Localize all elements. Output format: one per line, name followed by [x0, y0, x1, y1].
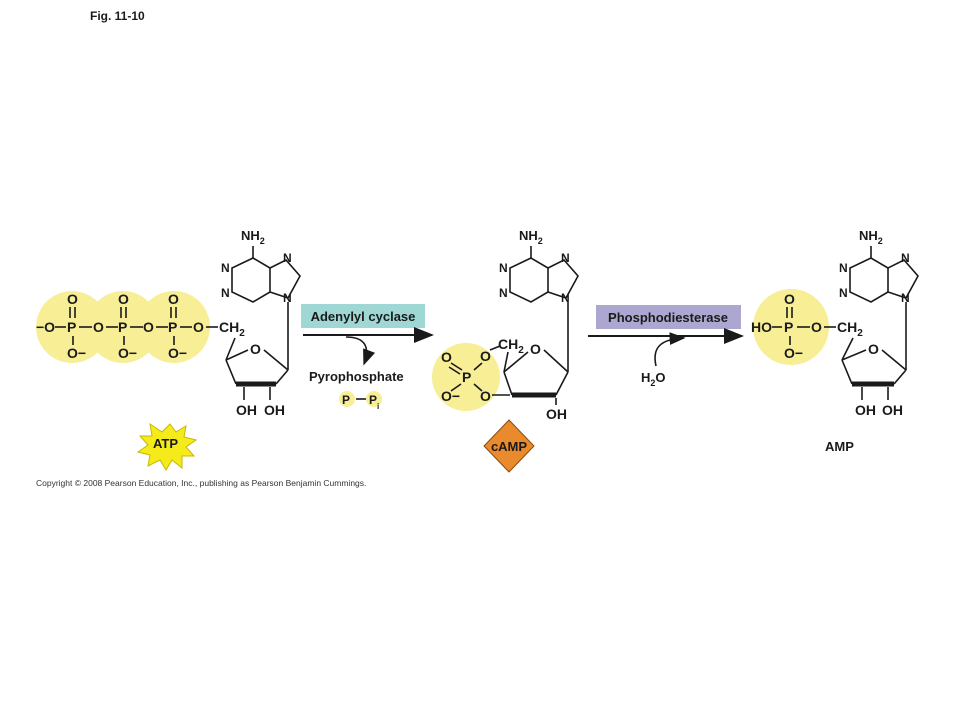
amp-ring-oxygen: O	[868, 341, 879, 357]
inorganic-phosphate-symbol: Pi	[369, 393, 379, 411]
phosphate-symbol-1: P	[342, 393, 350, 407]
phosphate-circle-2	[366, 391, 382, 407]
atp-n9: N	[283, 291, 292, 305]
reaction-adenylyl-cyclase: Adenylyl cyclase Pyrophosphate P Pi	[301, 304, 434, 411]
atp-phosphate-highlight-1	[36, 291, 108, 363]
atp-anionic-oxygen-2: O−	[118, 345, 137, 361]
copyright-notice: Copyright © 2008 Pearson Education, Inc.…	[36, 478, 366, 488]
atp-n7: N	[283, 251, 292, 265]
camp-badge: cAMP	[483, 419, 535, 473]
atp-phosphate-highlight-2	[87, 291, 159, 363]
amp-phosphate-highlight	[753, 289, 829, 365]
amp-anionic-oxygen: O−	[784, 345, 803, 361]
atp-bridge-oxygen-1: O	[93, 319, 104, 335]
water-input-arrow	[654, 332, 686, 367]
atp-n1: N	[221, 261, 230, 275]
camp-ring-oxygen: O	[530, 341, 541, 357]
adenylyl-cyclase-box	[301, 304, 425, 328]
amp-hydroxyl-phosphate: HO	[751, 319, 772, 335]
amp-n9: N	[901, 291, 910, 305]
amp-n3: N	[839, 286, 848, 300]
adenylyl-cyclase-label: Adenylyl cyclase	[311, 309, 416, 324]
camp-anionic-oxygen: O−	[441, 388, 460, 404]
atp-n3: N	[221, 286, 230, 300]
amp-oxo: O	[784, 291, 795, 307]
amp-molecule: HO P O O− O CH2 O OH OH NH2 N N N N	[751, 228, 919, 418]
atp-oxo-alpha: O	[168, 291, 179, 307]
atp-burst-shape	[136, 422, 198, 471]
camp-phosphorus: P	[462, 369, 471, 385]
atp-amine: NH2	[241, 228, 265, 246]
reaction-phosphodiesterase: Phosphodiesterase H2O	[588, 305, 744, 388]
atp-molecule: −O P O P O P O CH2 O O O O− O− O− O	[36, 228, 301, 418]
camp-hydroxyl: OH	[546, 406, 567, 422]
phosphate-circle-1	[339, 391, 355, 407]
camp-molecule: P O O− O O CH2 O OH NH2 N N N N	[432, 228, 579, 422]
atp-p-beta: P	[118, 319, 127, 335]
atp-bridge-oxygen-2: O	[143, 319, 154, 335]
amp-n1: N	[839, 261, 848, 275]
atp-hydroxyl-2: OH	[236, 402, 257, 418]
amp-amine: NH2	[859, 228, 883, 246]
phosphodiesterase-box	[596, 305, 741, 329]
camp-ester-oxygen-3: O	[480, 388, 491, 404]
atp-label: ATP	[153, 436, 178, 451]
amp-hydroxyl-2: OH	[855, 402, 876, 418]
amp-ch2: CH2	[837, 319, 863, 339]
water-label: H2O	[641, 370, 666, 388]
atp-anionic-oxygen-3: O−	[168, 345, 187, 361]
atp-p-gamma: P	[67, 319, 76, 335]
figure-label: Fig. 11-10	[90, 9, 145, 23]
atp-phosphate-highlight-3	[138, 291, 210, 363]
atp-badge: ATP	[136, 422, 198, 471]
atp-ch2: CH2	[219, 319, 245, 339]
atp-ester-oxygen: O	[193, 319, 204, 335]
atp-oxo-beta: O	[118, 291, 129, 307]
camp-n3: N	[499, 286, 508, 300]
amp-label: AMP	[825, 439, 854, 454]
camp-diamond-shape	[483, 419, 535, 473]
camp-label: cAMP	[491, 439, 527, 454]
amp-phosphorus: P	[784, 319, 793, 335]
amp-hydroxyl-3: OH	[882, 402, 903, 418]
camp-n7: N	[561, 251, 570, 265]
atp-oxo-gamma: O	[67, 291, 78, 307]
atp-ring-oxygen: O	[250, 341, 261, 357]
amp-n7: N	[901, 251, 910, 265]
amp-ester-oxygen: O	[811, 319, 822, 335]
phosphodiesterase-label: Phosphodiesterase	[608, 310, 728, 325]
camp-n9: N	[561, 291, 570, 305]
atp-hydroxyl-3: OH	[264, 402, 285, 418]
camp-n1: N	[499, 261, 508, 275]
atp-p-alpha: P	[168, 319, 177, 335]
camp-phosphate-highlight	[432, 343, 500, 411]
pyrophosphate-release-arrow	[345, 336, 376, 366]
camp-amine: NH2	[519, 228, 543, 246]
pyrophosphate-label: Pyrophosphate	[309, 369, 404, 384]
camp-ch2: CH2	[498, 336, 524, 356]
camp-ester-oxygen-5: O	[480, 348, 491, 364]
atp-terminal-oxygen: −O	[36, 319, 55, 335]
atp-anionic-oxygen-1: O−	[67, 345, 86, 361]
camp-oxo: O	[441, 349, 452, 365]
